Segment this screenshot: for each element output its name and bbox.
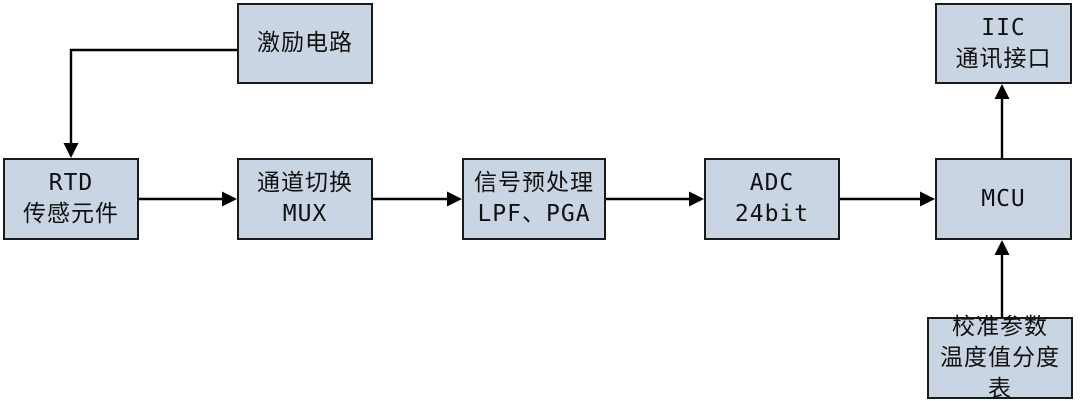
node-calibration-table: 校准参数 温度值分度表 (927, 314, 1073, 401)
node-excitation-label: 激励电路 (257, 30, 353, 56)
node-mcu-label: MCU (981, 185, 1026, 212)
node-preprocess-label-line1: 信号预处理 (474, 170, 594, 196)
node-iic-label-line2: 通讯接口 (955, 45, 1052, 72)
node-adc-label-line2: 24bit (734, 201, 810, 227)
node-iic-label-line1: IIC (981, 14, 1026, 41)
arrowhead-calibration-to-mcu (994, 240, 1010, 255)
node-rtd-label-line2: 传感元件 (23, 201, 119, 227)
arrowhead-adc-to-mcu (920, 191, 935, 207)
node-calibration-label-line2: 温度值分度表 (940, 344, 1060, 401)
node-mux-label-line2: MUX (282, 201, 328, 227)
node-iic-interface: IIC 通讯接口 (935, 3, 1072, 84)
arrowhead-mux-to-preprocess (447, 191, 462, 207)
node-adc-24bit: ADC 24bit (704, 158, 840, 240)
node-signal-preprocessing: 信号预处理 LPF、PGA (462, 158, 606, 240)
node-mcu: MCU (935, 158, 1072, 240)
node-preprocess-label-line2: LPF、PGA (477, 201, 591, 227)
arrowhead-mcu-to-iic (994, 84, 1010, 99)
node-adc-label-line1: ADC (749, 170, 795, 196)
node-rtd-label-line1: RTD (48, 170, 94, 196)
arrow-excitation-to-rtd (69, 48, 237, 146)
arrowhead-excitation-to-rtd (63, 143, 79, 158)
arrowhead-preprocess-to-adc (689, 191, 704, 207)
node-excitation-circuit: 激励电路 (237, 3, 373, 84)
arrowhead-rtd-to-mux (222, 191, 237, 207)
node-channel-mux: 通道切换 MUX (237, 158, 373, 240)
node-rtd-sensor: RTD 传感元件 (3, 158, 139, 240)
node-mux-label-line1: 通道切换 (257, 170, 353, 196)
node-calibration-label-line1: 校准参数 (952, 313, 1048, 340)
